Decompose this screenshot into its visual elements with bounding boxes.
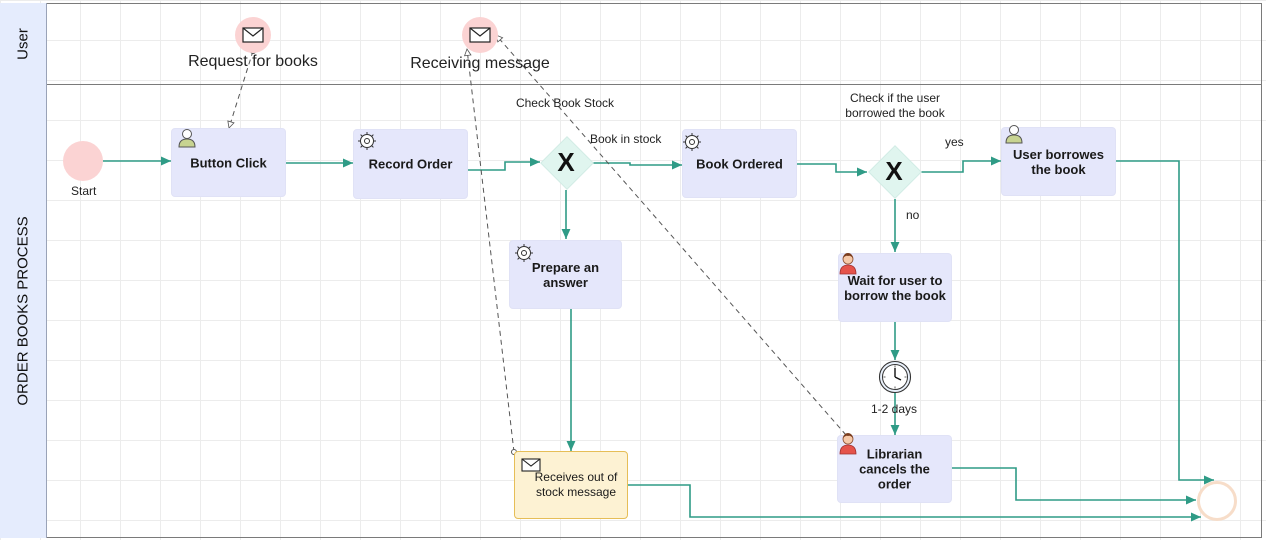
- gateway-borrowed-label: Check if the user borrowed the book: [845, 91, 945, 120]
- task-receives-out-of-stock[interactable]: Receives out of stock message: [514, 451, 628, 519]
- user-icon: [1005, 125, 1023, 144]
- envelope-icon: [521, 458, 541, 472]
- task-user-borrows-label: User borrowes the book: [1012, 146, 1105, 177]
- envelope-icon: [242, 27, 264, 43]
- person-icon: [839, 253, 857, 275]
- flow-record-to-gateway: [468, 157, 540, 171]
- task-wait-user[interactable]: Wait for user to borrow the book: [838, 253, 952, 322]
- task-prepare-answer-label: Prepare an answer: [531, 259, 600, 290]
- end-event[interactable]: [1197, 481, 1237, 521]
- clock-icon[interactable]: [878, 360, 912, 394]
- task-librarian-cancels[interactable]: Librarian cancels the order: [837, 435, 952, 503]
- task-librarian-cancels-label: Librarian cancels the order: [859, 446, 930, 492]
- flow-label-no: no: [906, 208, 920, 222]
- flow-yes: [921, 156, 1001, 173]
- request-message-label: Request for books: [188, 53, 318, 70]
- task-user-borrows[interactable]: User borrowes the book: [1001, 127, 1116, 196]
- lane-user-label[interactable]: User: [0, 3, 47, 84]
- flow-ordered-to-gateway2: [797, 163, 867, 177]
- flow-instock: [592, 160, 682, 170]
- user-icon: [178, 129, 196, 148]
- task-record-order-label: Record Order: [368, 156, 453, 172]
- gateway-stock-label: Check Book Stock: [515, 96, 615, 110]
- task-book-ordered[interactable]: Book Ordered: [682, 129, 797, 198]
- person-icon: [839, 433, 857, 455]
- lane-divider: [47, 84, 1262, 85]
- gear-icon: [683, 133, 701, 151]
- msgflow-receives-to-receiving: [467, 49, 515, 453]
- task-wait-user-label: Wait for user to borrow the book: [844, 272, 946, 303]
- task-button-click-label: Button Click: [190, 155, 267, 170]
- flow-receives-to-end: [628, 484, 1201, 522]
- msgflow-librarian-to-receiving: [496, 35, 847, 436]
- flow-librarian-to-end: [952, 467, 1196, 505]
- flow-user-to-end: [1116, 160, 1214, 485]
- start-label: Start: [71, 184, 97, 198]
- receiving-message-label: Receiving message: [410, 55, 550, 72]
- flow-label-in-stock: Book in stock: [590, 132, 662, 146]
- lane-process-label[interactable]: ORDER BOOKS PROCESS: [0, 84, 47, 538]
- msgflow-request-to-button: [229, 50, 254, 128]
- timer-label: 1-2 days: [871, 402, 918, 416]
- gear-icon: [358, 132, 376, 150]
- exclusive-gateway-x-icon: X: [557, 147, 575, 177]
- start-event[interactable]: [63, 141, 103, 181]
- task-receives-out-of-stock-label: Receives out of stock message: [534, 470, 618, 499]
- flow-label-yes: yes: [945, 135, 964, 149]
- exclusive-gateway-x-icon: X: [885, 156, 903, 186]
- envelope-icon: [469, 27, 491, 43]
- task-book-ordered-label: Book Ordered: [696, 156, 783, 171]
- gear-icon: [515, 244, 533, 262]
